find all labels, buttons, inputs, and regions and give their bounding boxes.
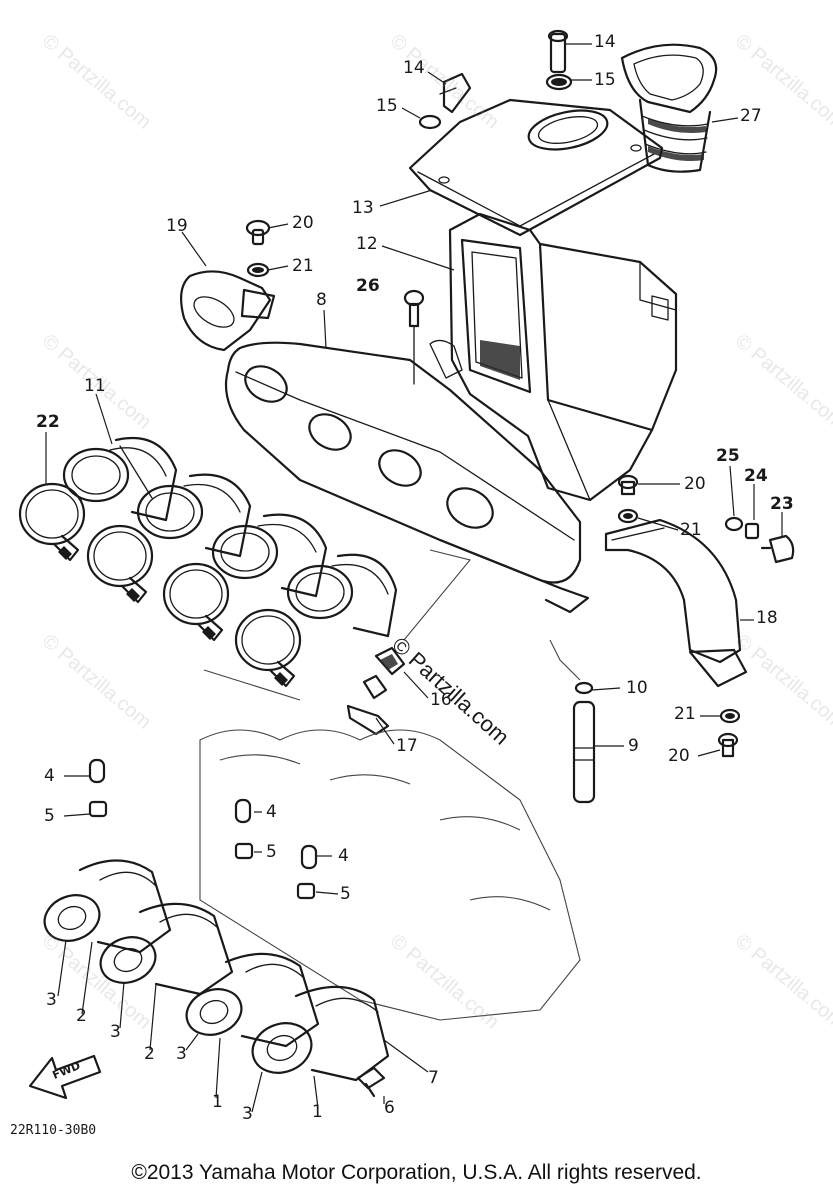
collar-part-21-lower[interactable] [719, 708, 741, 724]
callout-22[interactable]: 22 [36, 412, 60, 432]
callout-14[interactable]: 14 [403, 58, 425, 78]
callout-1[interactable]: 1 [212, 1092, 223, 1112]
nut-part-24[interactable] [744, 522, 760, 540]
copyright-notice: ©2013 Yamaha Motor Corporation, U.S.A. A… [131, 1161, 702, 1184]
callout-17[interactable]: 17 [396, 736, 418, 756]
callout-25[interactable]: 25 [716, 446, 740, 466]
callout-21[interactable]: 21 [674, 704, 696, 724]
callout-5[interactable]: 5 [44, 806, 55, 826]
callout-15[interactable]: 15 [376, 96, 398, 116]
air-cleaner-joint-part-8[interactable] [224, 339, 590, 614]
callout-16[interactable]: 16 [430, 690, 452, 710]
joint-tube-part-18[interactable] [604, 518, 748, 688]
funnel-part-11[interactable] [62, 436, 398, 638]
bracket-part-19[interactable] [179, 270, 276, 352]
screw-part-14-left[interactable] [439, 72, 472, 114]
callout-15[interactable]: 15 [594, 70, 616, 90]
callout-3[interactable]: 3 [46, 990, 57, 1010]
drain-pipe-part-9[interactable] [572, 700, 596, 804]
callout-23[interactable]: 23 [770, 494, 794, 514]
callout-20[interactable]: 20 [292, 213, 314, 233]
screw-part-26[interactable] [403, 289, 425, 385]
cap-part-16[interactable] [374, 646, 406, 676]
callout-14[interactable]: 14 [594, 32, 616, 52]
callout-10[interactable]: 10 [626, 678, 648, 698]
washer-part-25[interactable] [724, 516, 744, 532]
callout-24[interactable]: 24 [744, 466, 768, 486]
screw-part-14-top[interactable] [547, 29, 569, 74]
callout-21[interactable]: 21 [292, 256, 314, 276]
callout-6[interactable]: 6 [384, 1098, 395, 1118]
grommet-part-20-upper[interactable] [245, 219, 271, 246]
callout-2[interactable]: 2 [144, 1044, 155, 1064]
callout-20[interactable]: 20 [668, 746, 690, 766]
carb-joint-assembly[interactable] [38, 859, 390, 1082]
callout-7[interactable]: 7 [428, 1068, 439, 1088]
callout-18[interactable]: 18 [756, 608, 778, 628]
collar-part-21-upper[interactable] [246, 262, 270, 278]
callout-8[interactable]: 8 [316, 290, 327, 310]
callout-21[interactable]: 21 [680, 520, 702, 540]
fwd-arrow-icon [28, 1054, 102, 1100]
callout-13[interactable]: 13 [352, 198, 374, 218]
callout-2[interactable]: 2 [76, 1006, 87, 1026]
cap-part-4[interactable] [88, 758, 318, 870]
clip-part-10[interactable] [574, 681, 594, 695]
grommet-part-20-right[interactable] [617, 474, 639, 496]
bolt-part-6[interactable] [356, 1066, 386, 1098]
callout-5[interactable]: 5 [340, 884, 351, 904]
air-duct-part-27[interactable] [620, 43, 718, 173]
callout-3[interactable]: 3 [110, 1022, 121, 1042]
air-cleaner-case-part-12[interactable] [448, 212, 678, 502]
leader-lines [45, 43, 783, 1113]
callout-4[interactable]: 4 [266, 802, 277, 822]
callout-20[interactable]: 20 [684, 474, 706, 494]
callout-27[interactable]: 27 [740, 106, 762, 126]
washer-part-15-top[interactable] [545, 73, 573, 91]
drawing-code: 22R110-30B0 [10, 1123, 97, 1138]
clamp-part-22[interactable] [18, 482, 302, 688]
callout-3[interactable]: 3 [176, 1044, 187, 1064]
air-cleaner-cover-part-13[interactable] [408, 98, 664, 237]
hose-part-17[interactable] [346, 674, 390, 736]
callout-4[interactable]: 4 [44, 766, 55, 786]
callout-4[interactable]: 4 [338, 846, 349, 866]
callout-9[interactable]: 9 [628, 736, 639, 756]
callout-11[interactable]: 11 [84, 376, 106, 396]
callout-26[interactable]: 26 [356, 276, 380, 296]
bolt-part-23[interactable] [760, 534, 795, 564]
collar-part-21-right[interactable] [617, 508, 639, 524]
callout-12[interactable]: 12 [356, 234, 378, 254]
washer-part-15-left[interactable] [418, 114, 442, 130]
callout-19[interactable]: 19 [166, 216, 188, 236]
callout-1[interactable]: 1 [312, 1102, 323, 1122]
clip-part-5[interactable] [88, 800, 316, 900]
callout-5[interactable]: 5 [266, 842, 277, 862]
grommet-part-20-lower[interactable] [717, 732, 739, 758]
callout-3[interactable]: 3 [242, 1104, 253, 1124]
engine-outline [199, 729, 581, 1021]
